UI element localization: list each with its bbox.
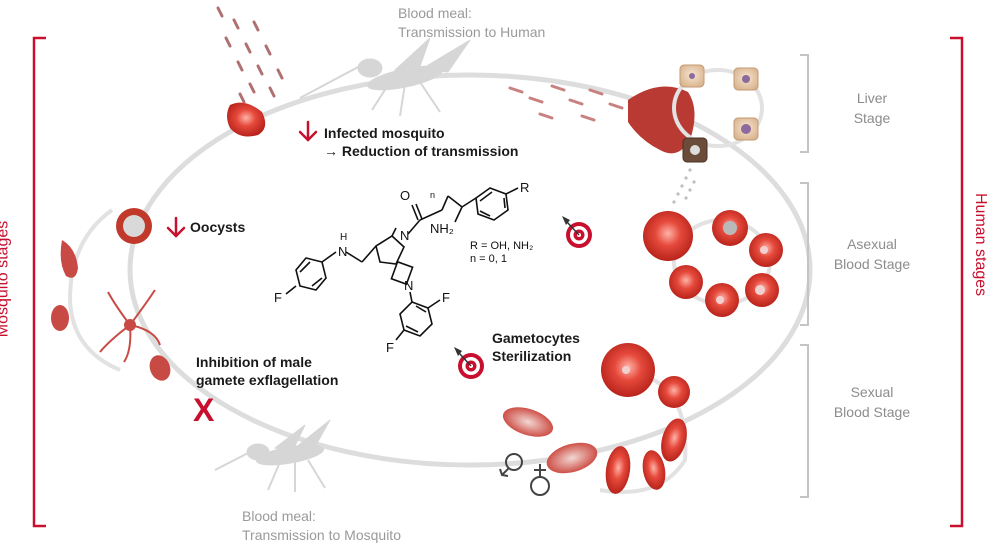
liver-stage-label: Liver Stage <box>853 90 891 126</box>
life-cycle-loop <box>127 72 813 468</box>
blood-meal-human-label: Blood meal: Transmission to Human <box>398 5 546 40</box>
target-icon <box>454 347 484 379</box>
mosquito-top-icon <box>299 37 471 117</box>
exflagellating-gamete-icon <box>99 289 161 363</box>
cross-mark: X <box>193 392 215 428</box>
atom-n-pyrrolidine: N <box>400 228 410 243</box>
atom-f-right-bottom: F <box>386 340 394 355</box>
gametocyte-cells-icon <box>502 343 690 494</box>
substituent-note: R = OH, NH₂ n = 0, 1 <box>470 240 534 265</box>
atom-n-azetidine: N <box>404 278 414 293</box>
merozoite-release-icon <box>672 168 696 204</box>
mosquito-bottom-icon <box>214 419 331 492</box>
asexual-stage-bracket <box>800 182 809 326</box>
down-arrow-icon <box>166 216 186 238</box>
blood-meal-mosquito-label: Blood meal: Transmission to Mosquito <box>242 508 401 543</box>
zygote-icon <box>51 305 69 331</box>
infected-mosquito-label: Infected mosquito → Reduction of transmi… <box>324 125 519 159</box>
female-symbol-icon <box>530 464 550 496</box>
chemical-structure-bonds <box>285 187 519 341</box>
liver-icon <box>628 86 695 154</box>
salivary-gland-icon <box>227 102 266 137</box>
ookinete-icon <box>60 240 78 278</box>
injected-sporozoites-icon <box>508 84 624 122</box>
atom-f-left: F <box>274 290 282 305</box>
human-stages-bracket <box>950 36 964 528</box>
mosquito-stage-arc <box>67 208 121 372</box>
male-symbol-icon <box>499 453 523 477</box>
oocysts-label: Oocysts <box>190 219 246 235</box>
oocyst-icon <box>116 208 152 244</box>
human-stages-title: Human stages <box>972 193 989 297</box>
liver-stage-bracket <box>800 54 809 153</box>
inhibition-label: Inhibition of male gamete exflagellation <box>196 354 339 388</box>
asexual-red-blood-cells-icon <box>643 210 783 317</box>
atom-r: R <box>520 180 530 195</box>
atom-f-right-top: F <box>442 290 450 305</box>
atom-o: O <box>400 188 411 203</box>
sexual-stage-arc <box>599 370 688 494</box>
atom-n-amine: N <box>338 244 348 259</box>
gametocytes-label: Gametocytes Sterilization <box>492 330 580 364</box>
asexual-stage-label: Asexual Blood Stage <box>833 236 911 272</box>
sexual-stage-label: Sexual Blood Stage <box>833 384 911 420</box>
target-icon <box>562 216 592 248</box>
amino-group: NH₂ <box>430 221 454 236</box>
sporozoites-cluster-icon <box>216 6 284 104</box>
mosquito-stages-bracket <box>32 36 46 528</box>
atom-h-amine: H <box>340 232 348 243</box>
hepatocytes-icon <box>679 64 759 163</box>
subscript-n: n <box>430 190 436 200</box>
mosquito-stages-title: Mosquito stages <box>0 220 12 338</box>
down-arrow-icon <box>298 120 318 142</box>
macrogamete-icon <box>149 355 171 381</box>
sexual-stage-bracket <box>800 344 809 498</box>
liver-stage-ring <box>672 68 764 148</box>
